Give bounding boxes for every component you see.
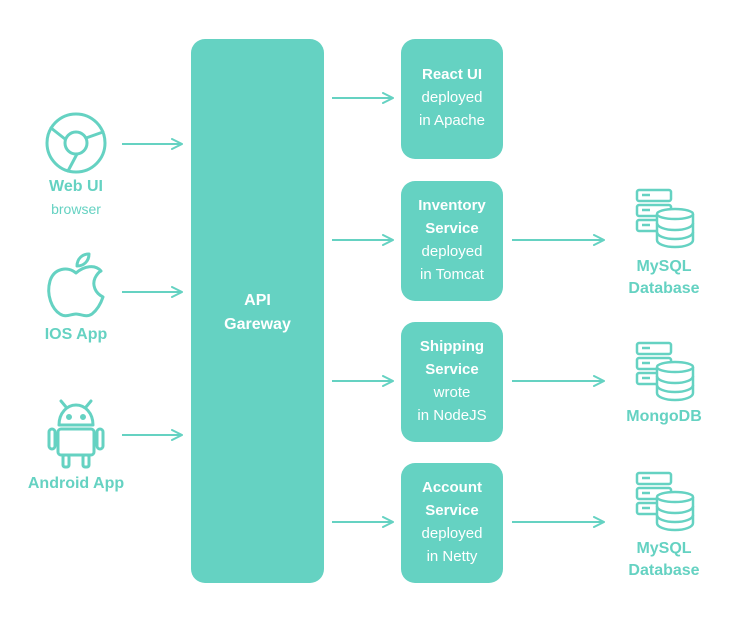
database-label-inventory: MySQL Database [604,256,724,300]
database-label-account: MySQL Database [604,538,724,582]
database-server-icon [635,188,695,249]
database-type: Database [628,280,700,297]
client-web-ui: Web UI browser [16,176,136,220]
service-title: Inventory [418,197,486,214]
service-account: Account Service deployed in Netty [401,463,503,583]
client-title: Android App [27,475,125,492]
service-detail: in Netty [426,548,478,565]
client-subtitle: browser [51,201,101,217]
service-detail: deployed [421,89,483,106]
database-type: Database [628,562,700,579]
client-title: IOS App [44,326,108,343]
apple-icon [47,252,105,318]
chrome-icon [45,112,107,174]
service-react-ui: React UI deployed in Apache [401,39,503,159]
service-title: Service [425,502,479,519]
service-title: Shipping [419,338,485,355]
service-title: Service [425,361,479,378]
service-detail: deployed [421,525,483,542]
database-server-icon [635,471,695,532]
client-title: Web UI [49,178,103,195]
service-title: Service [425,220,479,237]
service-title: React UI [421,66,483,83]
service-detail: in NodeJS [417,407,487,424]
database-name: MySQL [636,540,692,557]
database-name: MongoDB [626,408,702,425]
service-shipping: Shipping Service wrote in NodeJS [401,322,503,442]
database-label-shipping: MongoDB [604,406,724,428]
service-detail: in Tomcat [420,266,484,283]
gateway-label-line2: Gareway [224,316,291,333]
service-detail: wrote [433,384,471,401]
client-ios-app: IOS App [16,324,136,346]
service-detail: in Apache [419,112,485,129]
gateway-label-line1: API [244,292,271,309]
service-inventory: Inventory Service deployed in Tomcat [401,181,503,301]
service-title: Account [422,479,482,496]
database-name: MySQL [636,258,692,275]
database-server-icon [635,341,695,402]
service-detail: deployed [421,243,483,260]
api-gateway-box: API Gareway [191,39,324,583]
android-icon [47,399,105,469]
client-android-app: Android App [10,473,142,495]
